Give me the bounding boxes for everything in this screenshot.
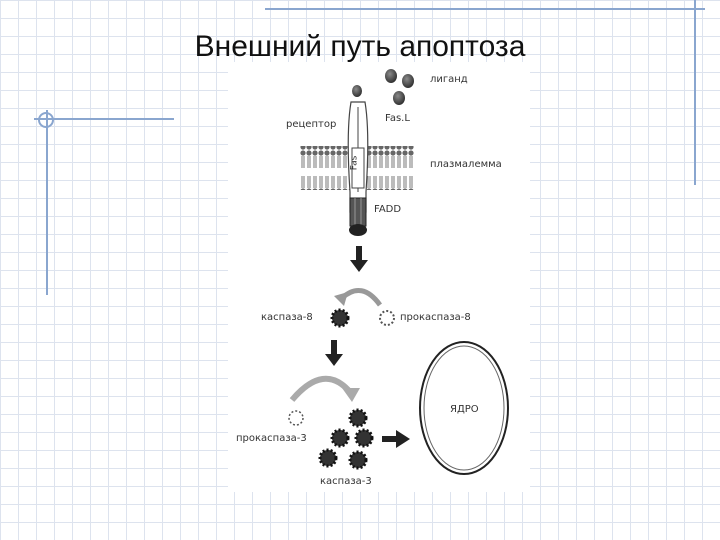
label-fadd: FADD — [374, 204, 402, 215]
decor-line-top — [265, 8, 705, 10]
nucleus — [419, 341, 509, 475]
apoptosis-diagram: лиганд рецептор Fas.L Fas плазмалемма FA… — [228, 62, 530, 492]
label-caspase3: каспаза-3 — [320, 476, 372, 487]
activation-arc-3 — [289, 375, 360, 402]
procaspase8-molecule — [379, 310, 395, 326]
label-nucleus: ЯДРО — [450, 404, 479, 415]
arrow-down-2 — [325, 340, 343, 366]
caspase3-cluster — [318, 408, 374, 470]
label-ligand: лиганд — [430, 74, 468, 85]
label-fasl: Fas.L — [385, 113, 410, 124]
label-fas: Fas — [349, 155, 360, 171]
ligand-molecules — [352, 69, 414, 105]
label-receptor: рецептор — [286, 119, 337, 130]
procaspase3-molecule — [288, 410, 304, 426]
decor-line-left-h — [34, 118, 174, 120]
label-procaspase8: прокаспаза-8 — [400, 312, 471, 323]
fas-receptor — [347, 101, 369, 236]
decor-circle — [38, 112, 54, 128]
slide-title: Внешний путь апоптоза — [194, 30, 526, 63]
caspase8-molecule — [330, 308, 350, 328]
decor-line-left — [46, 110, 48, 295]
activation-arc-8 — [334, 288, 383, 307]
label-plasma-membrane: плазмалемма — [430, 159, 502, 170]
arrow-down-1 — [350, 246, 368, 272]
arrow-right — [382, 430, 410, 448]
diagram-graphics — [288, 69, 509, 475]
label-procaspase3: прокаспаза-3 — [236, 433, 307, 444]
label-caspase8: каспаза-8 — [261, 312, 313, 323]
decor-line-right — [694, 0, 696, 185]
